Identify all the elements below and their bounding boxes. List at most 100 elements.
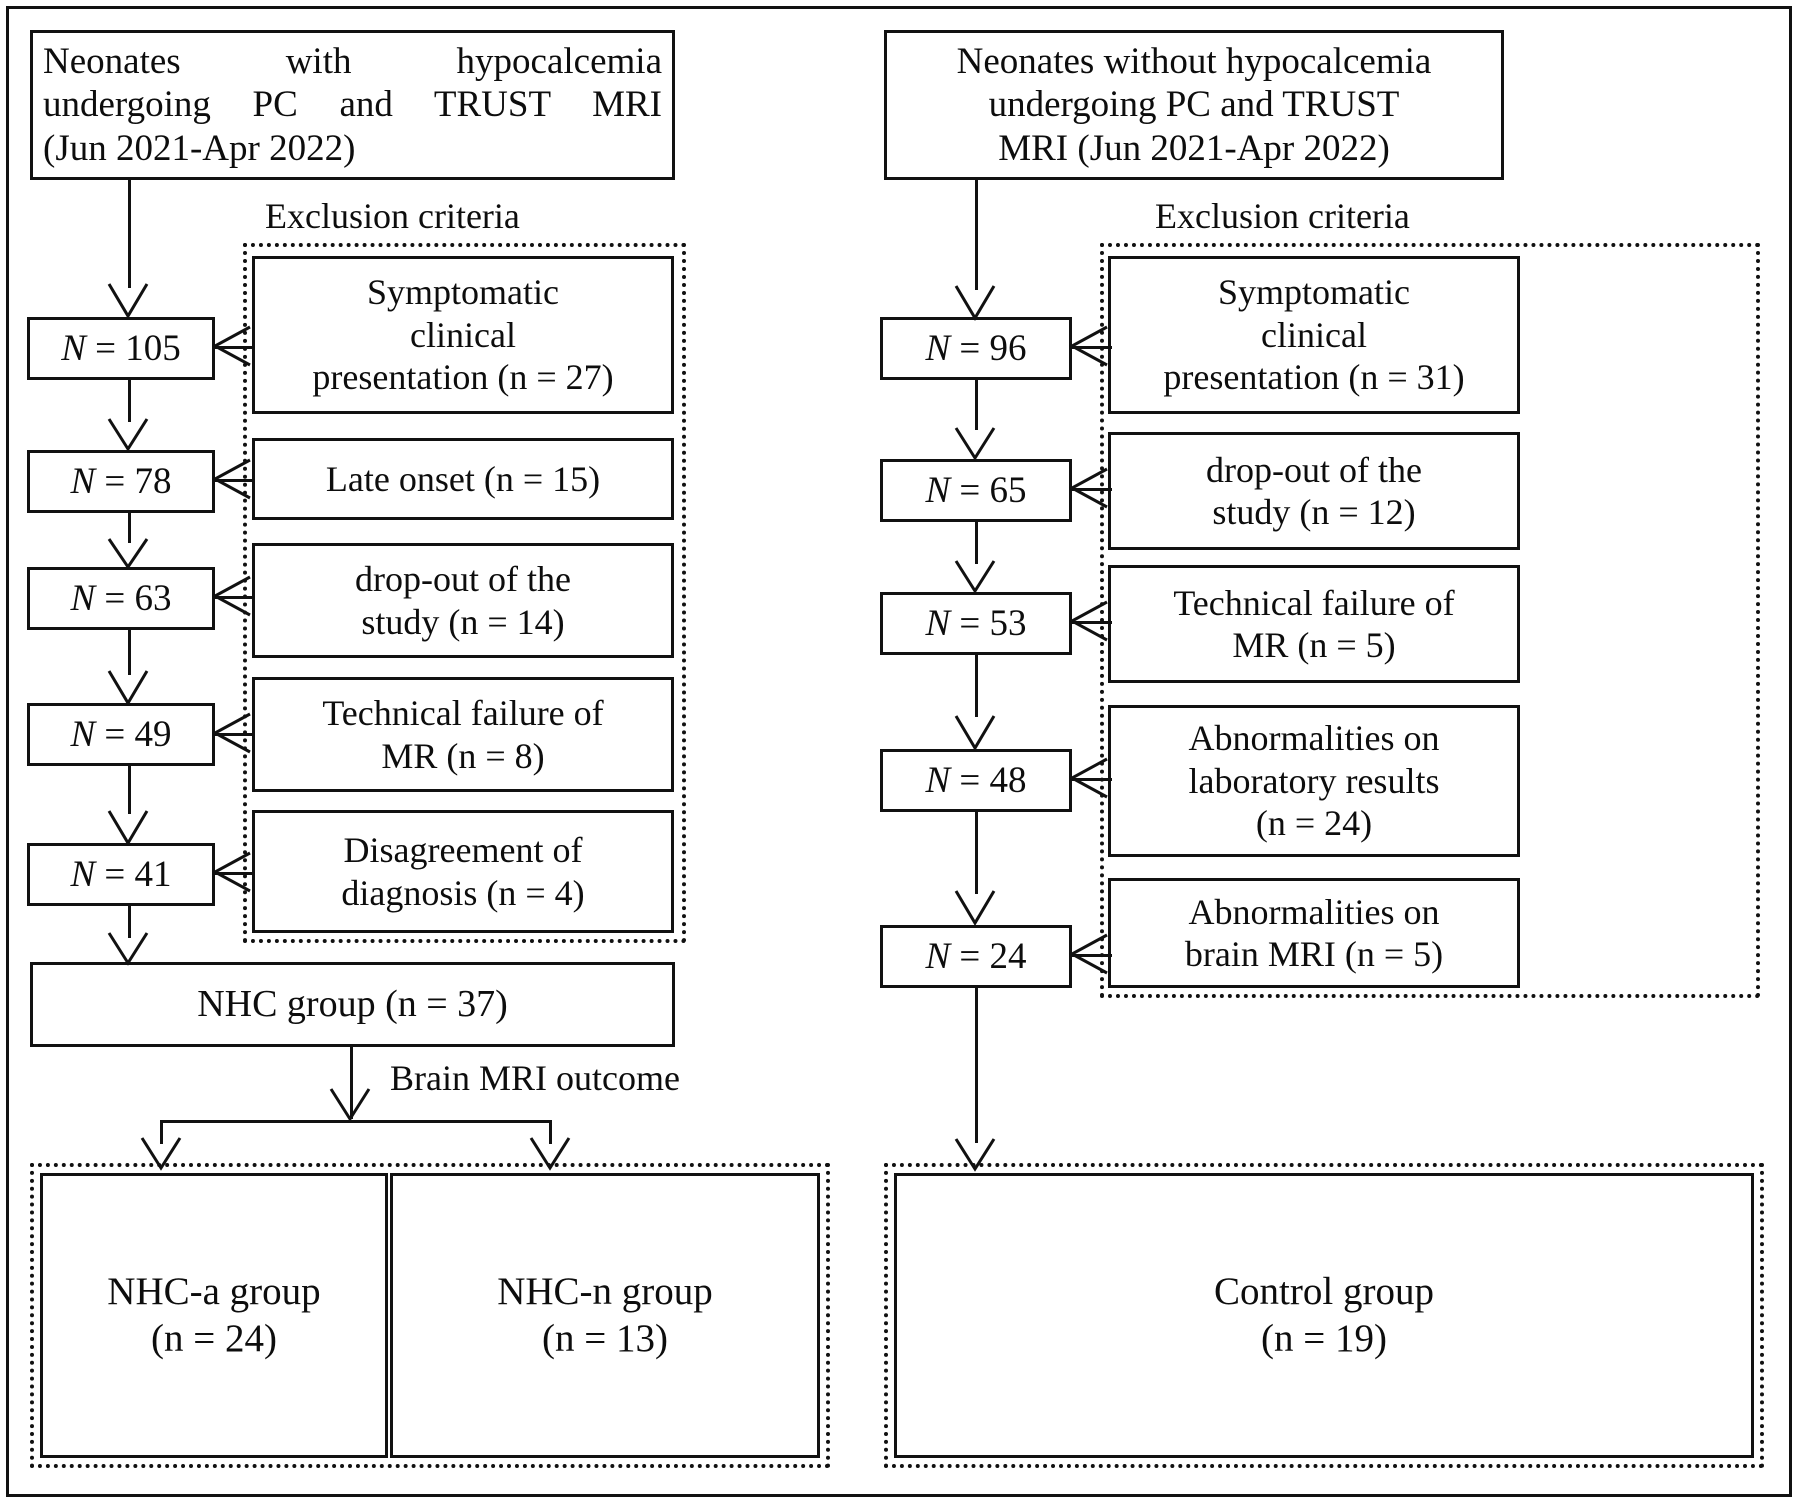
right-excl-line-4 xyxy=(1072,778,1112,781)
left-exclusion-region xyxy=(243,243,686,943)
outcome-branch-right xyxy=(549,1120,552,1144)
right-connector-header-to-1 xyxy=(975,180,978,290)
right-arrowhead-2 xyxy=(954,427,996,461)
left-count-5-n: N xyxy=(70,853,96,895)
nhc-n-line2: (n = 13) xyxy=(542,1316,668,1360)
left-count-1-value: 105 xyxy=(125,327,181,369)
left-subgroup-region xyxy=(30,1163,830,1468)
left-criteria-4-line1: Technical failure of xyxy=(322,693,604,734)
right-header-line3: MRI (Jun 2021-Apr 2022) xyxy=(998,127,1390,169)
right-count-box-1: N = 96 xyxy=(880,317,1072,380)
right-excl-arrowhead-1 xyxy=(1068,325,1108,367)
right-header-line1: Neonates without hypocalcemia xyxy=(956,40,1432,82)
left-connector-header-to-1 xyxy=(128,180,131,288)
right-connector-5-to-control xyxy=(975,988,978,1143)
right-criteria-2-line2: study (n = 12) xyxy=(1212,492,1416,532)
right-excl-line-1 xyxy=(1072,346,1112,349)
left-count-box-4: N = 49 xyxy=(27,703,215,766)
outer-frame xyxy=(6,6,1792,1497)
left-count-5-value: 41 xyxy=(134,853,172,895)
left-criteria-box-5: Disagreement of diagnosis (n = 4) xyxy=(252,810,674,933)
right-count-box-5: N = 24 xyxy=(880,925,1072,988)
left-count-4-n: N xyxy=(70,713,96,755)
left-criteria-box-3: drop-out of the study (n = 14) xyxy=(252,543,674,658)
right-criteria-box-3: Technical failure of MR (n = 5) xyxy=(1108,565,1520,683)
left-excl-line-5 xyxy=(215,872,255,875)
control-group-line1: Control group xyxy=(1214,1270,1434,1314)
right-excl-arrowhead-4 xyxy=(1068,757,1108,799)
left-criteria-3-line1: drop-out of the xyxy=(355,559,571,600)
right-excl-line-2 xyxy=(1072,488,1112,491)
right-header-box: Neonates without hypocalcemia undergoing… xyxy=(884,30,1504,180)
control-arrowhead xyxy=(954,1138,996,1172)
left-criteria-box-1: Symptomatic clinical presentation (n = 2… xyxy=(252,256,674,414)
left-criteria-2-line1: Late onset (n = 15) xyxy=(325,458,601,499)
left-excl-arrowhead-5 xyxy=(211,851,251,893)
nhc-a-line2: (n = 24) xyxy=(151,1316,277,1360)
left-connector-4-to-5 xyxy=(128,766,131,814)
right-count-box-2: N = 65 xyxy=(880,459,1072,522)
left-count-box-2: N = 78 xyxy=(27,450,215,513)
nhc-a-line1: NHC-a group xyxy=(107,1270,321,1314)
outcome-arrowhead xyxy=(329,1088,371,1122)
right-count-1-value: 96 xyxy=(989,327,1027,369)
right-header-line2: undergoing PC and TRUST xyxy=(988,84,1400,126)
left-excl-arrowhead-3 xyxy=(211,575,251,617)
right-arrowhead-4 xyxy=(954,715,996,751)
right-criteria-box-4: Abnormalities on laboratory results (n =… xyxy=(1108,705,1520,857)
brain-mri-outcome-label: Brain MRI outcome xyxy=(390,1058,680,1098)
right-count-4-value: 48 xyxy=(989,759,1027,801)
left-excl-line-3 xyxy=(215,596,255,599)
left-count-4-value: 49 xyxy=(134,713,172,755)
right-count-1-n: N xyxy=(925,327,951,369)
left-criteria-box-4: Technical failure of MR (n = 8) xyxy=(252,677,674,792)
right-criteria-4-line1: Abnormalities on xyxy=(1188,718,1440,759)
right-excl-line-3 xyxy=(1072,621,1112,624)
left-arrowhead-4 xyxy=(107,670,149,706)
right-arrowhead-1 xyxy=(954,285,996,321)
right-criteria-4-line2: laboratory results xyxy=(1188,760,1440,801)
right-connector-1-to-2 xyxy=(975,380,978,430)
right-excl-arrowhead-3 xyxy=(1068,600,1108,642)
right-criteria-1-line1: Symptomatic xyxy=(1218,272,1410,313)
right-excl-arrowhead-2 xyxy=(1068,467,1108,509)
left-exclusion-criteria-label: Exclusion criteria xyxy=(265,196,520,236)
right-arrowhead-5 xyxy=(954,890,996,926)
left-excl-arrowhead-2 xyxy=(211,458,251,500)
right-excl-line-5 xyxy=(1072,954,1112,957)
left-connector-1-to-2 xyxy=(128,380,131,422)
right-criteria-box-1: Symptomatic clinical presentation (n = 3… xyxy=(1108,256,1520,414)
right-exclusion-criteria-label: Exclusion criteria xyxy=(1155,196,1410,236)
right-control-region xyxy=(884,1163,1764,1468)
left-arrowhead-1 xyxy=(107,283,149,319)
left-criteria-4-line2: MR (n = 8) xyxy=(381,735,545,776)
left-count-3-n: N xyxy=(70,577,96,619)
left-count-box-3: N = 63 xyxy=(27,567,215,630)
left-criteria-1-line3: presentation (n = 27) xyxy=(312,357,614,398)
left-arrowhead-3 xyxy=(107,538,149,570)
left-excl-line-4 xyxy=(215,733,255,736)
left-count-2-value: 78 xyxy=(134,460,172,502)
right-criteria-1-line2: clinical xyxy=(1261,314,1367,355)
left-count-1-n: N xyxy=(61,327,86,369)
right-criteria-5-line1: Abnormalities on xyxy=(1188,891,1440,932)
left-connector-3-to-4 xyxy=(128,630,131,675)
left-connector-2-to-3 xyxy=(128,513,131,543)
left-connector-5-to-group xyxy=(128,906,131,938)
left-header-line2: undergoing PC and TRUST MRI xyxy=(43,84,662,126)
left-excl-arrowhead-1 xyxy=(211,325,251,367)
outcome-branch-left xyxy=(160,1120,163,1144)
control-group-line2: (n = 19) xyxy=(1261,1316,1387,1360)
left-criteria-5-line1: Disagreement of xyxy=(343,830,583,871)
nhc-n-group-box: NHC-n group (n = 13) xyxy=(390,1173,820,1458)
right-count-2-value: 65 xyxy=(989,469,1027,511)
control-group-box: Control group (n = 19) xyxy=(894,1173,1754,1458)
right-count-3-value: 53 xyxy=(989,602,1027,644)
left-header-box: Neonates with hypocalcemia undergoing PC… xyxy=(30,30,675,180)
right-criteria-box-5: Abnormalities on brain MRI (n = 5) xyxy=(1108,878,1520,988)
right-criteria-4-line3: (n = 24) xyxy=(1255,803,1373,844)
right-excl-arrowhead-5 xyxy=(1068,933,1108,975)
left-excl-line-1 xyxy=(215,346,255,349)
left-criteria-box-2: Late onset (n = 15) xyxy=(252,438,674,520)
